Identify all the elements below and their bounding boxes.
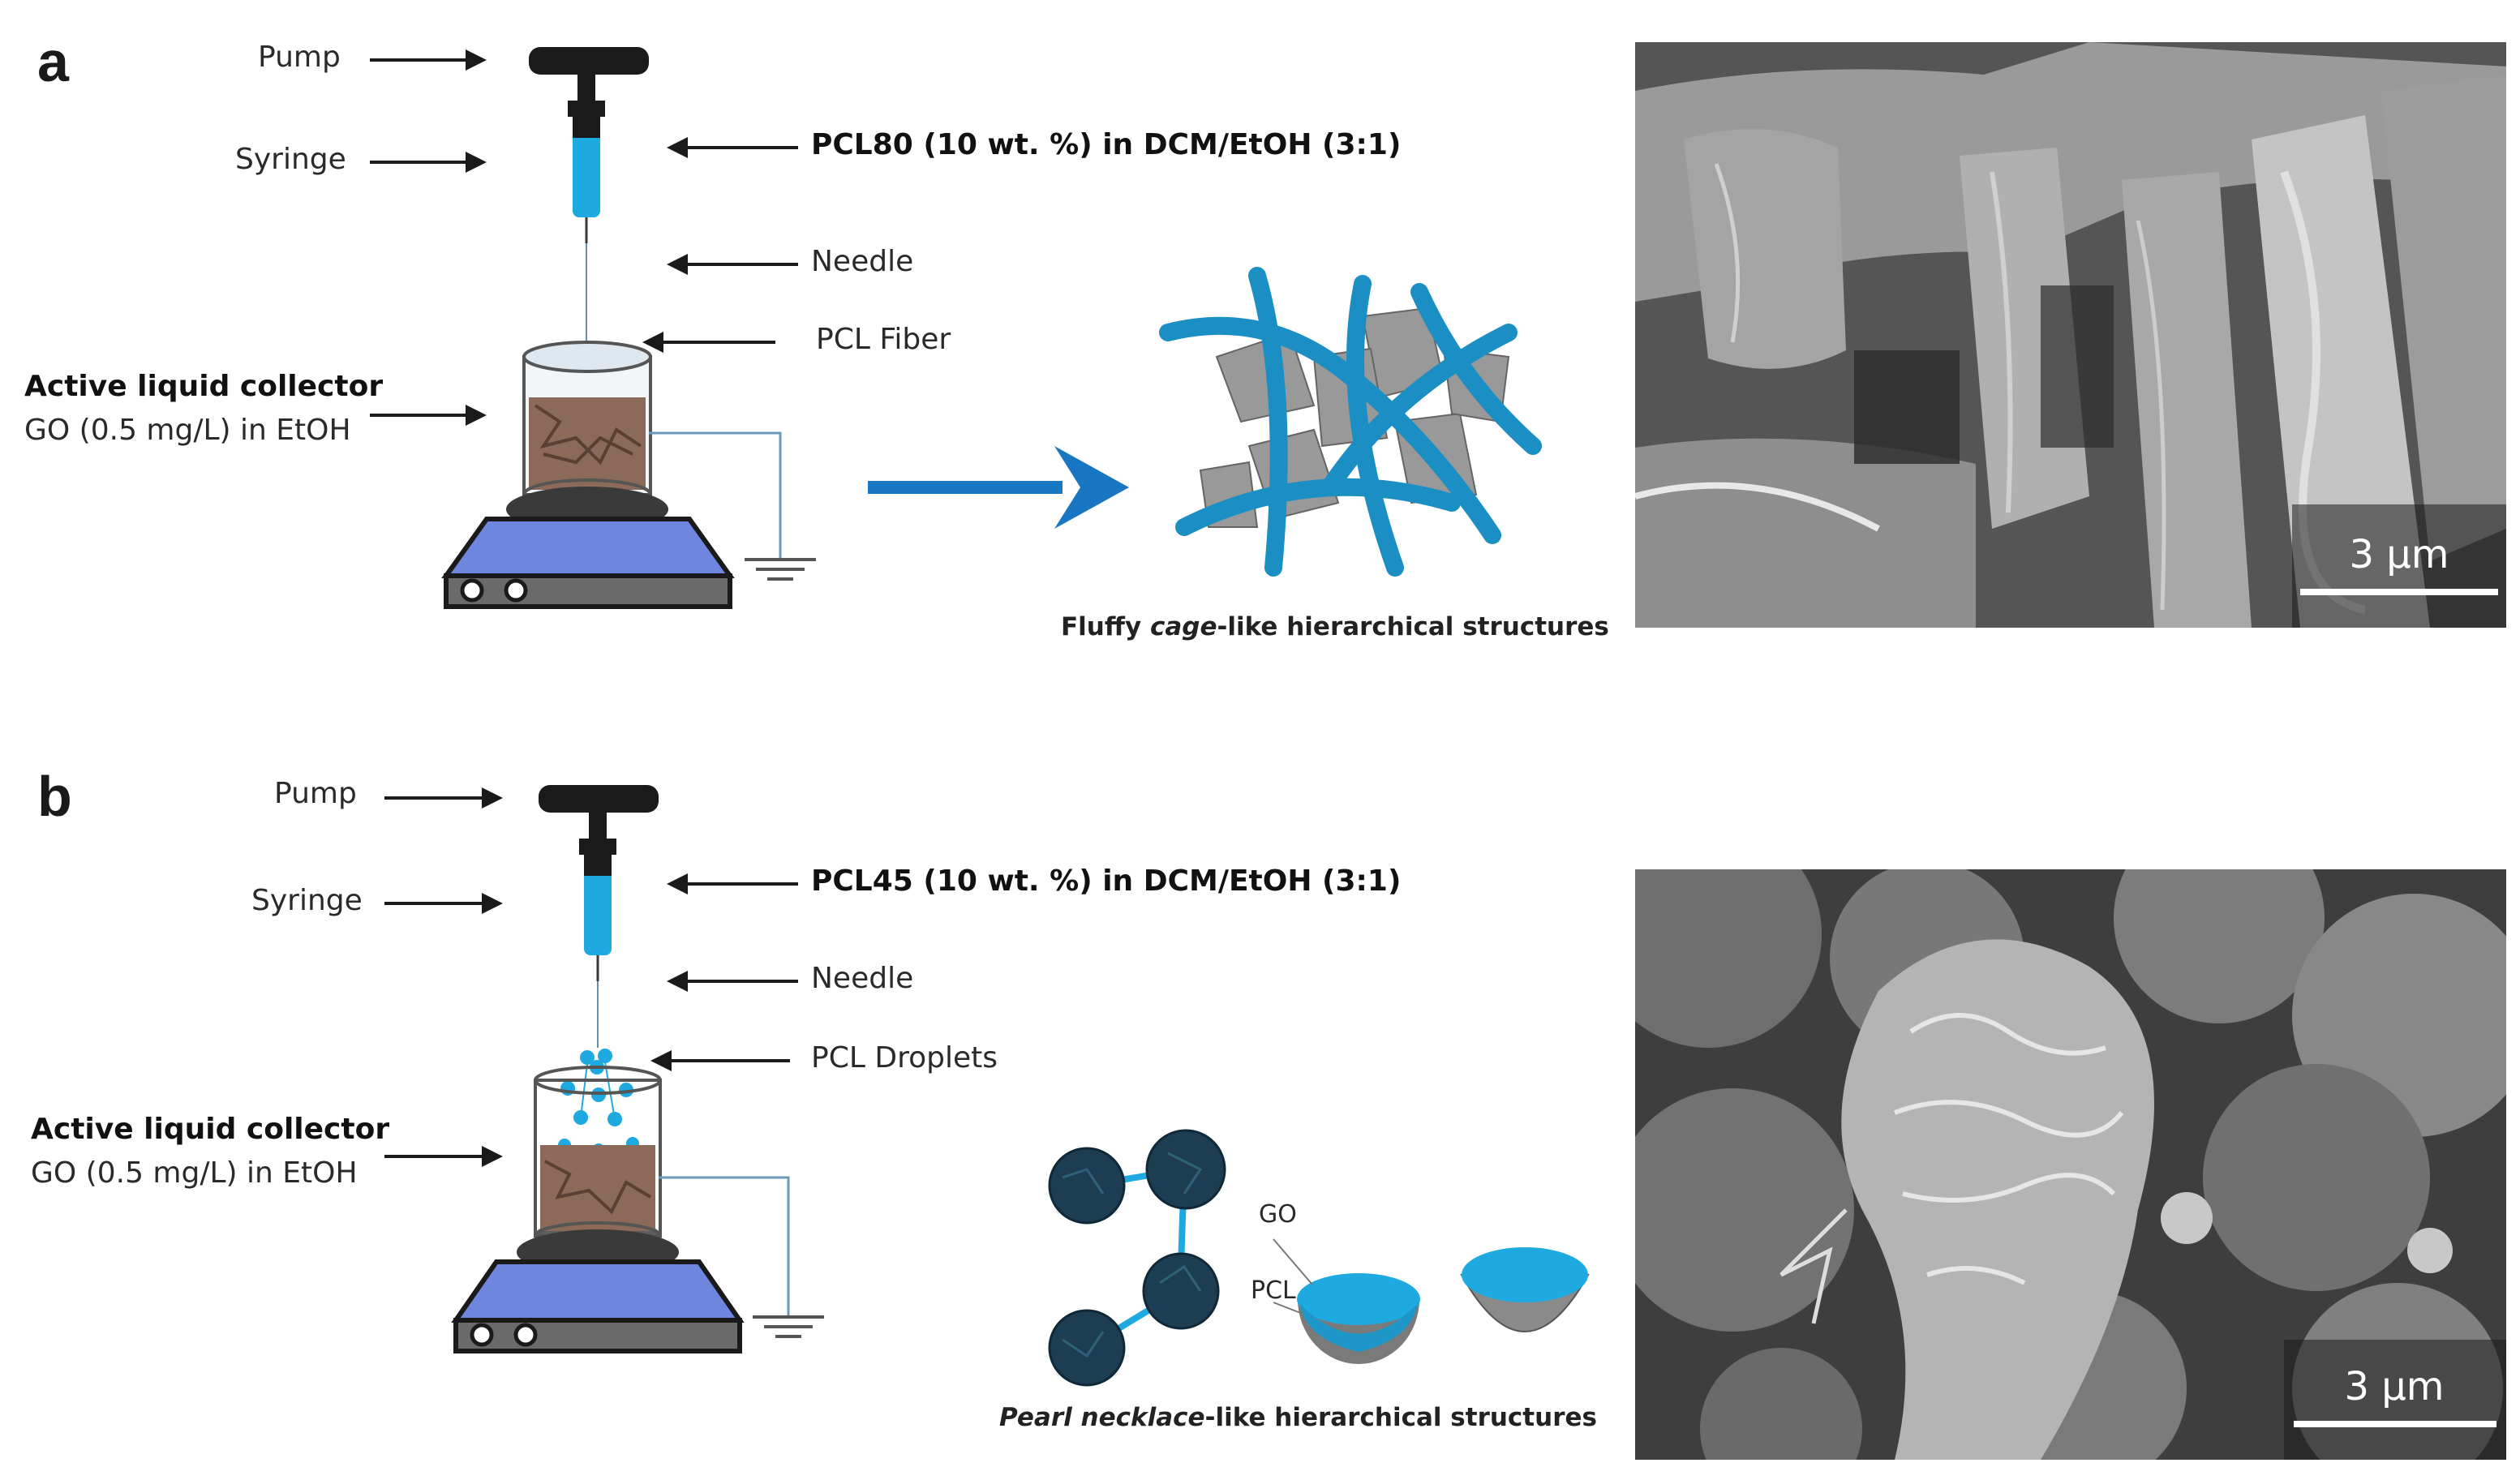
ground-icon: [659, 1176, 824, 1338]
hotplate-icon: [451, 1229, 745, 1353]
syringe-arrow: [384, 893, 503, 914]
caption-a-suffix: -like hierarchical structures: [1217, 612, 1609, 641]
collector-arrow: [384, 1146, 503, 1167]
pump-knob-icon: [539, 785, 659, 855]
cage-structure-illustration: [1159, 267, 1542, 577]
sem-image-a: 3 µm: [1635, 42, 2506, 628]
solution-label: PCL80 (10 wt. %) in DCM/EtOH (3:1): [811, 128, 1402, 161]
electrospraying-setup: [451, 785, 824, 1353]
caption-a-prefix: Fluffy: [1061, 612, 1150, 641]
scale-bar-a-label: 3 µm: [2349, 532, 2449, 577]
syringe-icon: [584, 855, 612, 981]
sem-image-b: 3 µm: [1635, 869, 2506, 1460]
caption-b: Pearl necklace-like hierarchical structu…: [999, 1403, 1597, 1432]
sem-texture-a: 3 µm: [1635, 42, 2506, 628]
solution-label: PCL45 (10 wt. %) in DCM/EtOH (3:1): [811, 864, 1402, 898]
panel-a: a Pump Syringe Active liquid collector G…: [24, 30, 2506, 641]
caption-a-italic: cage: [1149, 612, 1217, 641]
collector-subtitle: GO (0.5 mg/L) in EtOH: [31, 1156, 358, 1190]
hotplate-icon: [441, 487, 735, 609]
solution-arrow: [667, 137, 798, 158]
needle-arrow: [667, 971, 798, 992]
needle-label: Needle: [811, 245, 914, 278]
solution-arrow: [667, 873, 798, 894]
pcl-label: PCL: [1251, 1276, 1296, 1305]
electrospinning-setup: [441, 47, 816, 609]
pump-arrow: [370, 49, 487, 71]
collector-arrow: [370, 405, 487, 426]
droplets-arrow: [650, 1050, 790, 1071]
syringe-label: Syringe: [251, 884, 363, 917]
pearl-necklace-illustration: [1048, 1129, 1590, 1387]
scale-bar-b-label: 3 µm: [2344, 1364, 2444, 1409]
hemisphere-go-shell: [1460, 1247, 1590, 1332]
needle-label: Needle: [811, 962, 914, 995]
panel-letter: b: [37, 765, 72, 828]
fiber-arrow: [642, 332, 775, 353]
syringe-icon: [573, 117, 600, 243]
panel-b: b Pump Syringe Active liquid collector G…: [0, 740, 2520, 1479]
caption-b-italic: Pearl necklace: [999, 1403, 1205, 1432]
collector-title: Active liquid collector: [31, 1113, 390, 1146]
ground-icon: [649, 431, 816, 581]
fiber-label: PCL Fiber: [816, 323, 951, 356]
pump-arrow: [384, 787, 503, 809]
pump-label: Pump: [258, 41, 341, 74]
collector-subtitle: GO (0.5 mg/L) in EtOH: [24, 414, 351, 447]
scale-bar-b: 3 µm: [2284, 1340, 2506, 1460]
process-arrow-icon: [868, 446, 1129, 529]
syringe-arrow: [370, 152, 487, 173]
caption-b-suffix: -like hierarchical structures: [1204, 1403, 1597, 1432]
pump-label: Pump: [274, 777, 357, 810]
droplets-label: PCL Droplets: [811, 1041, 998, 1075]
scale-bar-a: 3 µm: [2292, 504, 2506, 628]
needle-arrow: [667, 254, 798, 275]
panel-letter: a: [37, 30, 69, 93]
go-label: GO: [1259, 1200, 1297, 1229]
syringe-label: Syringe: [235, 143, 346, 176]
sem-texture-b: 3 µm: [1635, 869, 2506, 1460]
collector-title: Active liquid collector: [24, 370, 384, 403]
caption-a: Fluffy cage-like hierarchical structures: [1061, 612, 1609, 641]
hemisphere-cross-section: [1297, 1273, 1420, 1364]
pump-knob-icon: [529, 47, 649, 117]
